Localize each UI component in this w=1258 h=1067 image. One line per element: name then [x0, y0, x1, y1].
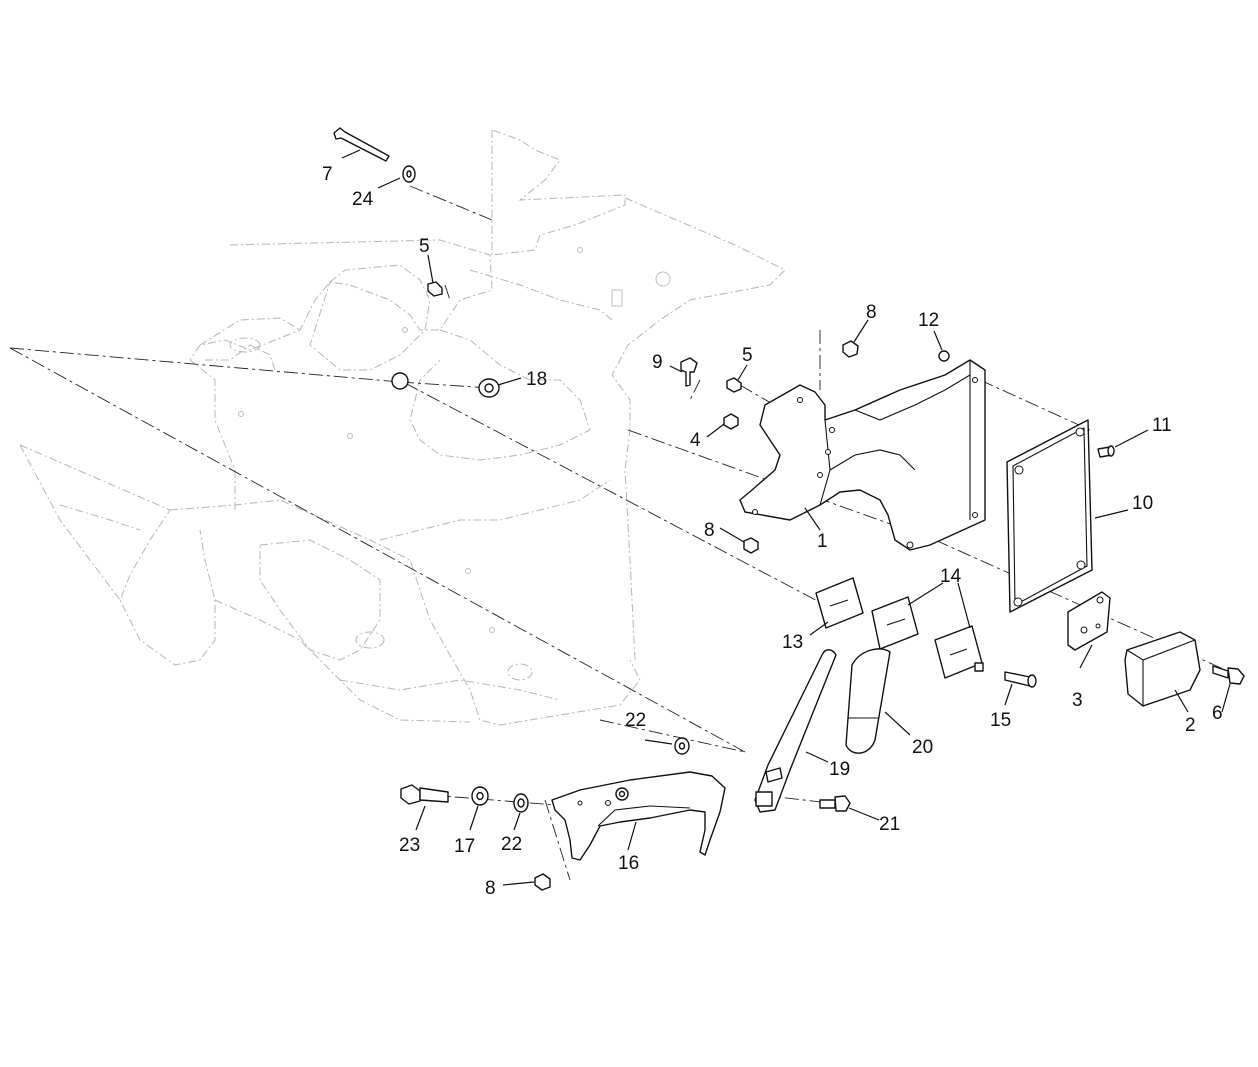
callout-labels: 7 24 5 18 9 5 8 12 4 11 10 1 8 14 13 3 1…	[322, 164, 1223, 899]
chassis-frame	[19, 129, 786, 726]
callout-14: 14	[940, 566, 962, 587]
callout-7: 7	[322, 164, 333, 185]
callout-19: 19	[829, 759, 850, 780]
callout-21: 21	[879, 814, 900, 835]
nut-8-upper	[842, 340, 859, 358]
washer-17	[471, 786, 489, 806]
screw-15	[1004, 671, 1037, 688]
callout-9: 9	[652, 352, 663, 373]
callout-3: 3	[1072, 690, 1083, 711]
pad-14-b	[934, 625, 984, 679]
callout-22-lower: 22	[501, 834, 522, 855]
washer-24	[402, 165, 416, 183]
callout-12: 12	[918, 310, 939, 331]
callout-17: 17	[454, 836, 475, 857]
callout-23: 23	[399, 835, 420, 856]
nut-8-middle	[743, 537, 759, 554]
callout-8-lower: 8	[485, 878, 496, 899]
callout-2: 2	[1185, 715, 1196, 736]
bolt-6	[1212, 665, 1245, 685]
nut-5-upper	[427, 281, 443, 297]
washer-22-lower	[513, 793, 529, 813]
callout-16: 16	[618, 853, 639, 874]
bolt-23	[400, 784, 449, 805]
screw-11	[1097, 445, 1115, 458]
bolt-21	[819, 795, 851, 812]
callout-6: 6	[1212, 703, 1223, 724]
callout-8-upper: 8	[866, 302, 877, 323]
callout-5-right: 5	[742, 345, 753, 366]
callout-15: 15	[990, 710, 1011, 731]
bracket-3	[1067, 591, 1111, 651]
callout-1: 1	[817, 531, 828, 552]
pedal-arm-19	[754, 649, 837, 813]
nut-8-lower	[534, 873, 551, 891]
nut-5-right	[726, 377, 742, 393]
leader-lines	[341, 149, 1231, 886]
callout-10: 10	[1132, 493, 1153, 514]
washer-22-upper	[674, 737, 690, 755]
nut-12	[938, 350, 950, 362]
callout-5-upper: 5	[419, 236, 430, 257]
callout-13: 13	[782, 632, 803, 653]
callout-11: 11	[1152, 415, 1172, 436]
bumper-2	[1124, 631, 1201, 707]
bolt-9	[680, 357, 698, 387]
callout-24: 24	[352, 189, 374, 210]
pad-13	[815, 577, 864, 629]
nut-4	[723, 413, 739, 430]
bushing-18	[391, 372, 500, 398]
callout-18: 18	[526, 369, 547, 390]
callout-20: 20	[912, 737, 933, 758]
bolt-7	[333, 127, 390, 162]
callout-8-middle: 8	[704, 520, 715, 541]
pedal-pad-20	[845, 648, 891, 754]
bracket-1	[739, 359, 986, 551]
pad-14-a	[871, 596, 919, 650]
callout-4: 4	[690, 430, 701, 451]
lever-16	[551, 771, 726, 861]
plate-10	[1006, 419, 1093, 613]
callout-22-upper: 22	[625, 710, 646, 731]
